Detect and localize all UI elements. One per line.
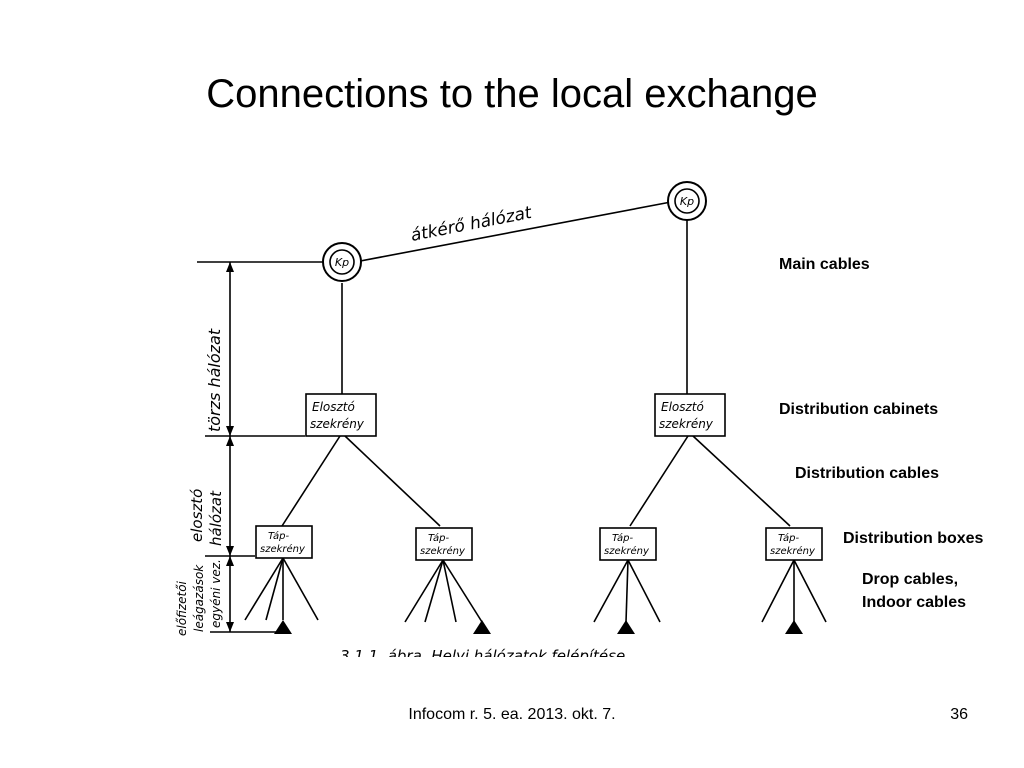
drop-cables-group-4: [761, 559, 827, 623]
distribution-network-side-label-2: hálózat: [207, 490, 225, 546]
subscriber-terminal-icon: [785, 620, 803, 634]
subscriber-terminal-icon: [617, 620, 635, 634]
slide-footer: Infocom r. 5. ea. 2013. okt. 7.: [408, 706, 616, 723]
box-label-line-2: szekrény: [420, 545, 466, 557]
subscriber-terminal-icon: [473, 620, 491, 634]
box-label-line-2: szekrény: [260, 543, 306, 555]
drop-cables-group-1: [244, 557, 319, 621]
figure-caption: 3.1.1. ábra. Helyi hálózatok felépítése: [340, 647, 625, 665]
trunk-network-line: [354, 201, 672, 263]
cabinet-label-line-1: Elosztó: [661, 400, 704, 414]
distribution-cabinet-left: Elosztó szekrény: [305, 393, 377, 437]
distribution-cable: [692, 435, 791, 527]
box-label-line-1: Táp-: [428, 532, 450, 544]
distribution-cable: [344, 435, 441, 527]
subscriber-lines-side-label-3: egyéni vez.: [209, 559, 223, 628]
drop-cables-label-line-1: Drop cables,: [862, 571, 959, 588]
subscriber-lines-side-label-2: leágazások: [192, 564, 206, 632]
main-network-side-label: törzs hálózat: [205, 328, 224, 432]
distribution-box-3: Táp- szekrény: [599, 527, 657, 561]
subscriber-terminal-icon: [274, 620, 292, 634]
distribution-cable: [629, 435, 689, 527]
distribution-cables-label: Distribution cables: [795, 465, 940, 482]
drop-cables-group-3: [593, 559, 661, 623]
distribution-box-1: Táp- szekrény: [255, 525, 313, 559]
cabinet-label-line-2: szekrény: [310, 417, 365, 431]
distribution-network-side-label-1: elosztó: [188, 489, 206, 542]
distribution-cabinet-right: Elosztó szekrény: [654, 393, 726, 437]
distribution-box-4: Táp- szekrény: [765, 527, 823, 561]
slide-title: Connections to the local exchange: [206, 72, 818, 116]
distribution-cable: [281, 435, 341, 527]
cabinet-label-line-2: szekrény: [659, 417, 714, 431]
cabinet-label-line-1: Elosztó: [312, 400, 355, 414]
box-label-line-2: szekrény: [770, 545, 816, 557]
distribution-box-2: Táp- szekrény: [415, 527, 473, 561]
box-label-line-1: Táp-: [778, 532, 800, 544]
subscriber-lines-side-label-1: előfizetői: [175, 580, 189, 636]
distribution-cabinets-label: Distribution cabinets: [779, 401, 939, 418]
drop-cables-group-2: [404, 559, 483, 623]
box-label-line-1: Táp-: [612, 532, 634, 544]
main-cables-label: Main cables: [779, 256, 870, 273]
figure-caption-clipped: 3.1.1. ábra. Helyi hálózatok felépítése: [340, 647, 625, 665]
drop-cables-label-line-2: Indoor cables: [862, 594, 967, 611]
box-label-line-2: szekrény: [604, 545, 650, 557]
exchange-label-right: Kp: [680, 195, 694, 208]
page-number: 36: [950, 706, 968, 723]
local-exchange-right: Kp: [667, 181, 707, 221]
distribution-boxes-label: Distribution boxes: [843, 530, 984, 547]
local-exchange-left: Kp: [322, 242, 362, 282]
box-label-line-1: Táp-: [268, 530, 290, 542]
exchange-label-left: Kp: [335, 256, 349, 269]
